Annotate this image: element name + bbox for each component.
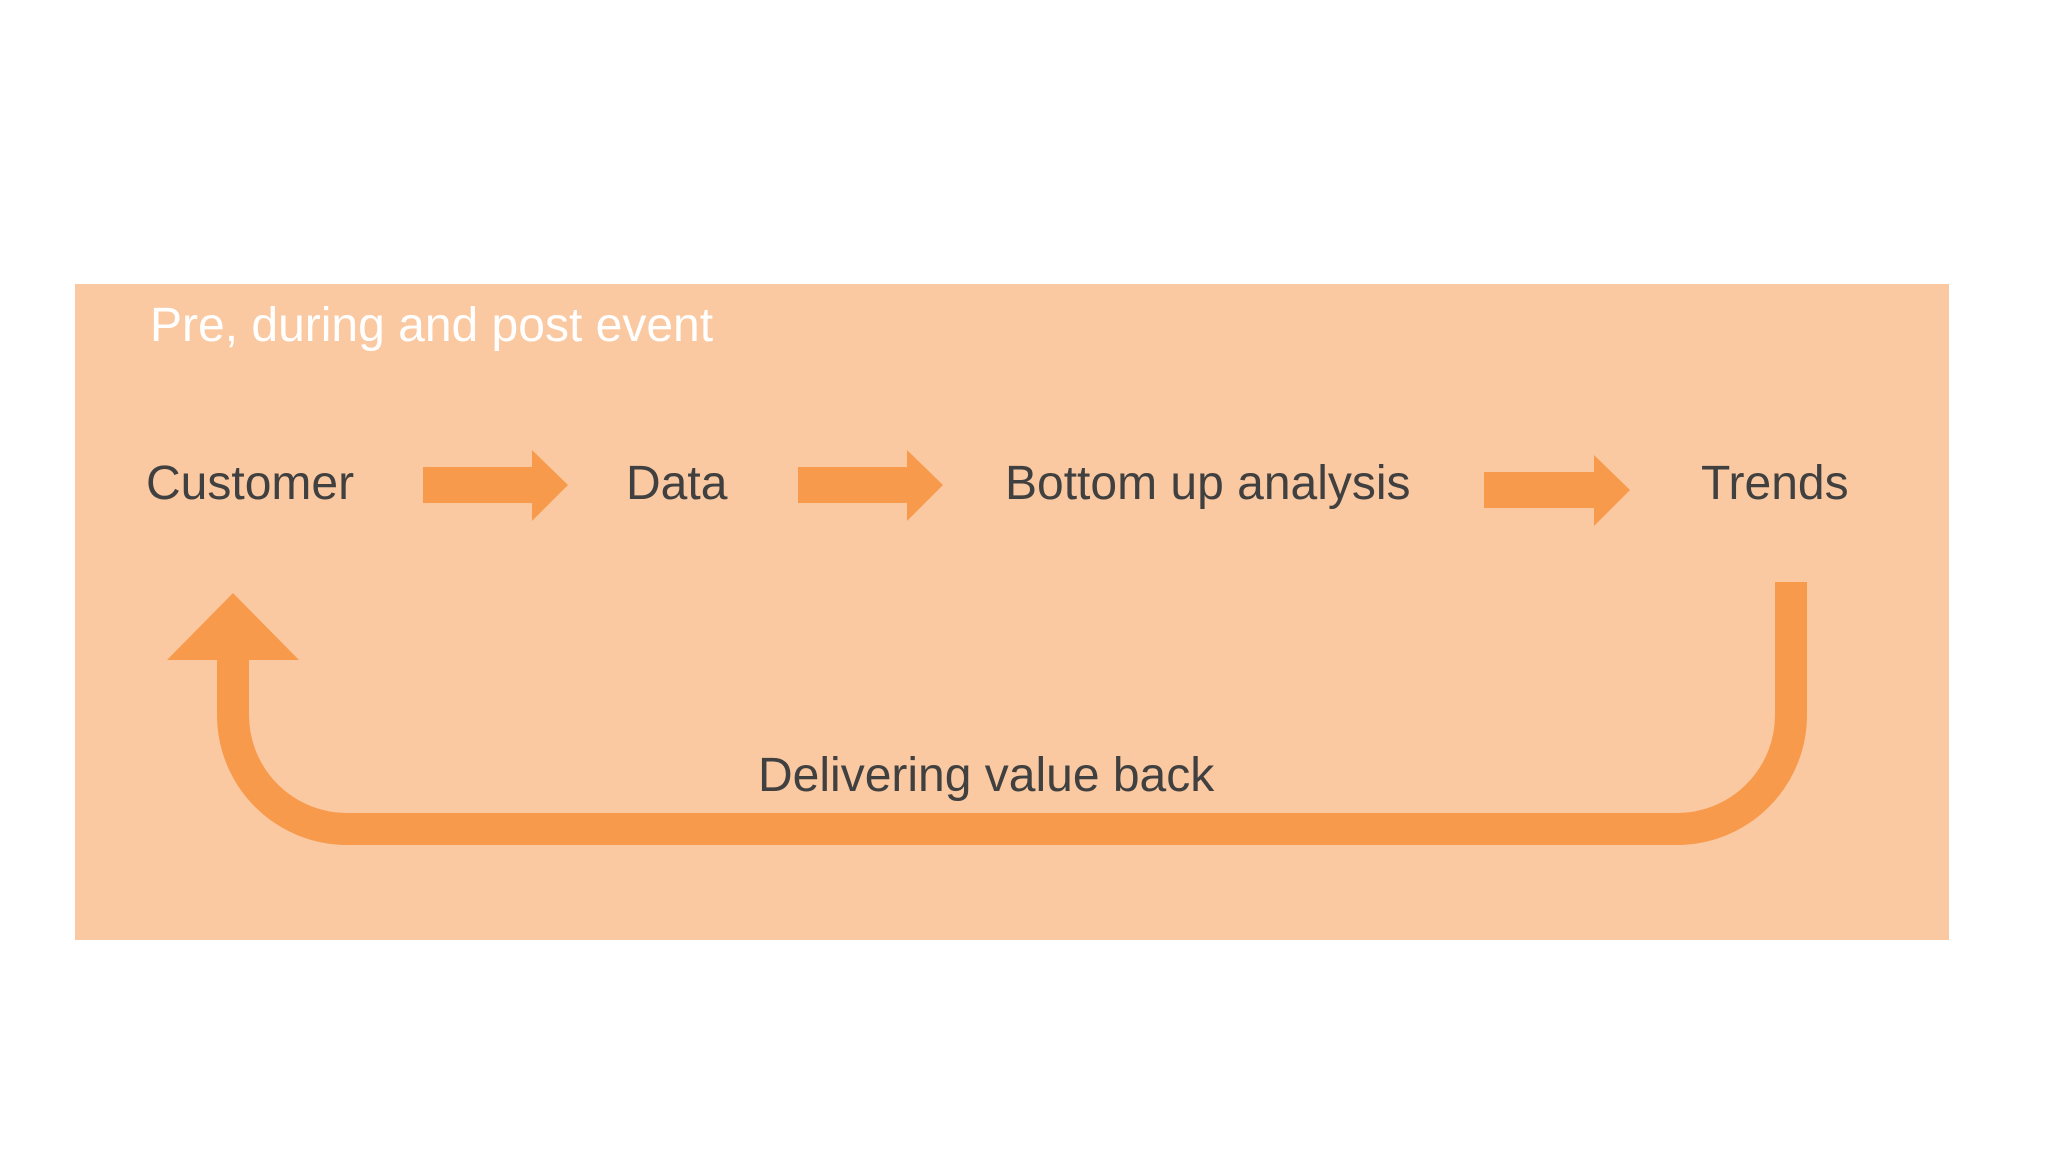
arrow-data-to-analysis — [798, 450, 943, 521]
arrow-analysis-to-trends — [1484, 455, 1630, 526]
arrow-customer-to-data — [423, 450, 568, 521]
node-bottom-up-analysis: Bottom up analysis — [1005, 457, 1411, 510]
panel-title: Pre, during and post event — [150, 299, 714, 352]
node-data: Data — [626, 457, 728, 510]
feedback-arrowhead — [167, 593, 299, 660]
feedback-label: Delivering value back — [758, 749, 1215, 802]
node-trends: Trends — [1701, 457, 1849, 510]
feedback-loop-path — [217, 582, 1807, 845]
node-customer: Customer — [146, 457, 355, 510]
